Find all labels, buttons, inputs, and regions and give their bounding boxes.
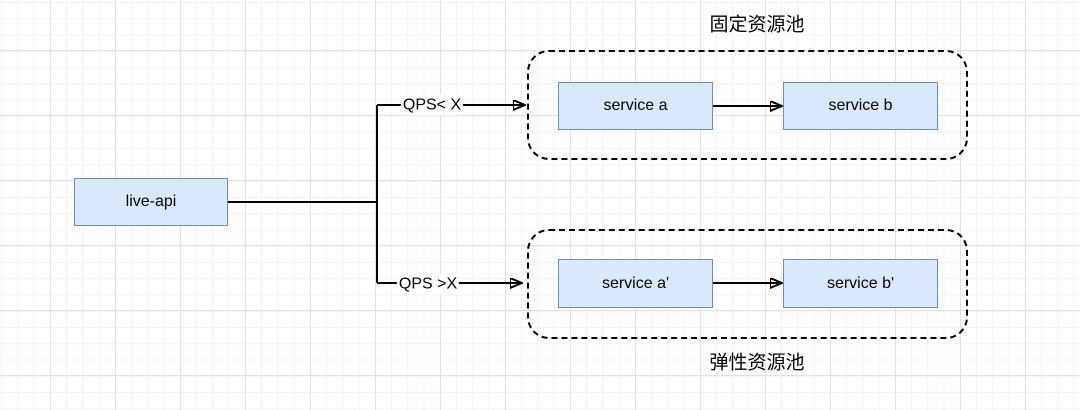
pool-elastic-resources [527, 229, 968, 339]
node-live-api: live-api [74, 178, 228, 226]
edge-label-qps-high: QPS >X [396, 273, 460, 295]
node-service-b: service b [783, 82, 938, 130]
node-service-b-prime: service b' [783, 259, 938, 308]
node-service-a: service a [558, 82, 713, 130]
node-service-a-prime: service a' [558, 259, 713, 308]
pool-fixed-resources [527, 50, 968, 160]
edge-label-qps-low: QPS< X [400, 94, 464, 116]
pool-title-fixed-resources: 固定资源池 [709, 14, 805, 36]
pool-title-elastic-resources: 弹性资源池 [709, 352, 805, 374]
